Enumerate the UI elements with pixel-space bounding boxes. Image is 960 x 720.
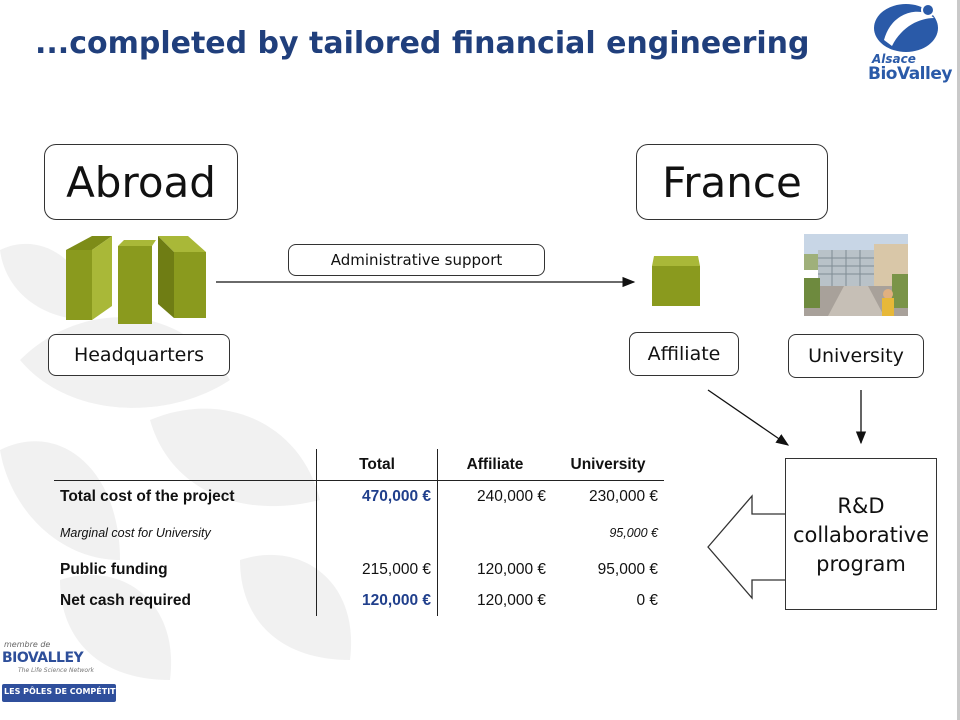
cell-university: 95,000 € bbox=[609, 526, 658, 540]
table-row: Total cost of the project 470,000 € 240,… bbox=[54, 480, 664, 512]
university-label: University bbox=[788, 334, 924, 378]
table-header: Affiliate bbox=[437, 449, 552, 481]
table-row: Public funding 215,000 € 120,000 € 95,00… bbox=[54, 554, 664, 585]
alsace-biovalley-logo: Alsace BioValley bbox=[862, 0, 960, 96]
row-label: Net cash required bbox=[60, 591, 191, 609]
headquarters-buildings-icon bbox=[66, 236, 206, 324]
cell-total: 470,000 € bbox=[316, 480, 438, 512]
cell-affiliate: 120,000 € bbox=[437, 585, 552, 616]
region-france: France bbox=[636, 144, 828, 220]
cell-total: 215,000 € bbox=[316, 554, 438, 585]
row-label: Public funding bbox=[60, 560, 168, 578]
poles-competitivite-logo bbox=[2, 684, 116, 702]
row-label: Total cost of the project bbox=[54, 480, 317, 512]
biovalley-swirl-icon bbox=[874, 3, 938, 52]
slide-title: ...completed by tailored financial engin… bbox=[35, 26, 810, 61]
financial-table: Total Affiliate University Total cost of… bbox=[54, 449, 664, 616]
affiliate-to-rd-arrow-icon bbox=[707, 389, 790, 446]
logo-line-biovalley: BioValley bbox=[868, 64, 952, 84]
cell-university: 230,000 € bbox=[552, 480, 664, 512]
table-header-row: Total Affiliate University bbox=[54, 449, 664, 481]
row-label: Marginal cost for University bbox=[60, 526, 211, 540]
poles-competitivite-text: LES PÔLES DE COMPÉTITIVITÉ bbox=[4, 687, 139, 696]
block-arrow-left-icon bbox=[707, 494, 788, 600]
headquarters-label: Headquarters bbox=[48, 334, 230, 376]
membre-de-text: membre de bbox=[4, 640, 51, 649]
administrative-support-label: Administrative support bbox=[288, 244, 545, 276]
table-row: Marginal cost for University 95,000 € bbox=[54, 512, 664, 554]
cell-total bbox=[316, 512, 438, 554]
table-header: Total bbox=[316, 449, 438, 481]
region-abroad: Abroad bbox=[44, 144, 238, 220]
cell-affiliate bbox=[437, 512, 552, 554]
table-header bbox=[54, 449, 317, 481]
rd-line-1: R&D bbox=[837, 494, 885, 518]
biovalley-tagline: The Life Science Network bbox=[18, 667, 95, 674]
table-header: University bbox=[570, 455, 646, 473]
right-edge-bar bbox=[957, 0, 960, 720]
table-row: Net cash required 120,000 € 120,000 € 0 … bbox=[54, 585, 664, 616]
cell-total: 120,000 € bbox=[316, 585, 438, 616]
rd-line-3: program bbox=[816, 552, 906, 576]
cell-university: 95,000 € bbox=[597, 560, 658, 578]
cell-affiliate: 240,000 € bbox=[437, 480, 552, 512]
cell-university: 0 € bbox=[636, 591, 658, 609]
bottom-left-logos: membre de BIOVALLEY The Life Science Net… bbox=[0, 638, 139, 718]
cell-affiliate: 120,000 € bbox=[437, 554, 552, 585]
university-photo bbox=[804, 234, 908, 316]
biovalley-network-logo: BIOVALLEY bbox=[2, 650, 84, 666]
rd-line-2: collaborative bbox=[792, 523, 930, 547]
rd-program-box bbox=[785, 458, 937, 610]
affiliate-cube-icon bbox=[652, 256, 700, 306]
logo-line-alsace: Alsace bbox=[872, 52, 916, 66]
affiliate-label: Affiliate bbox=[629, 332, 739, 376]
rd-program-text: R&D collaborative program bbox=[782, 492, 940, 579]
